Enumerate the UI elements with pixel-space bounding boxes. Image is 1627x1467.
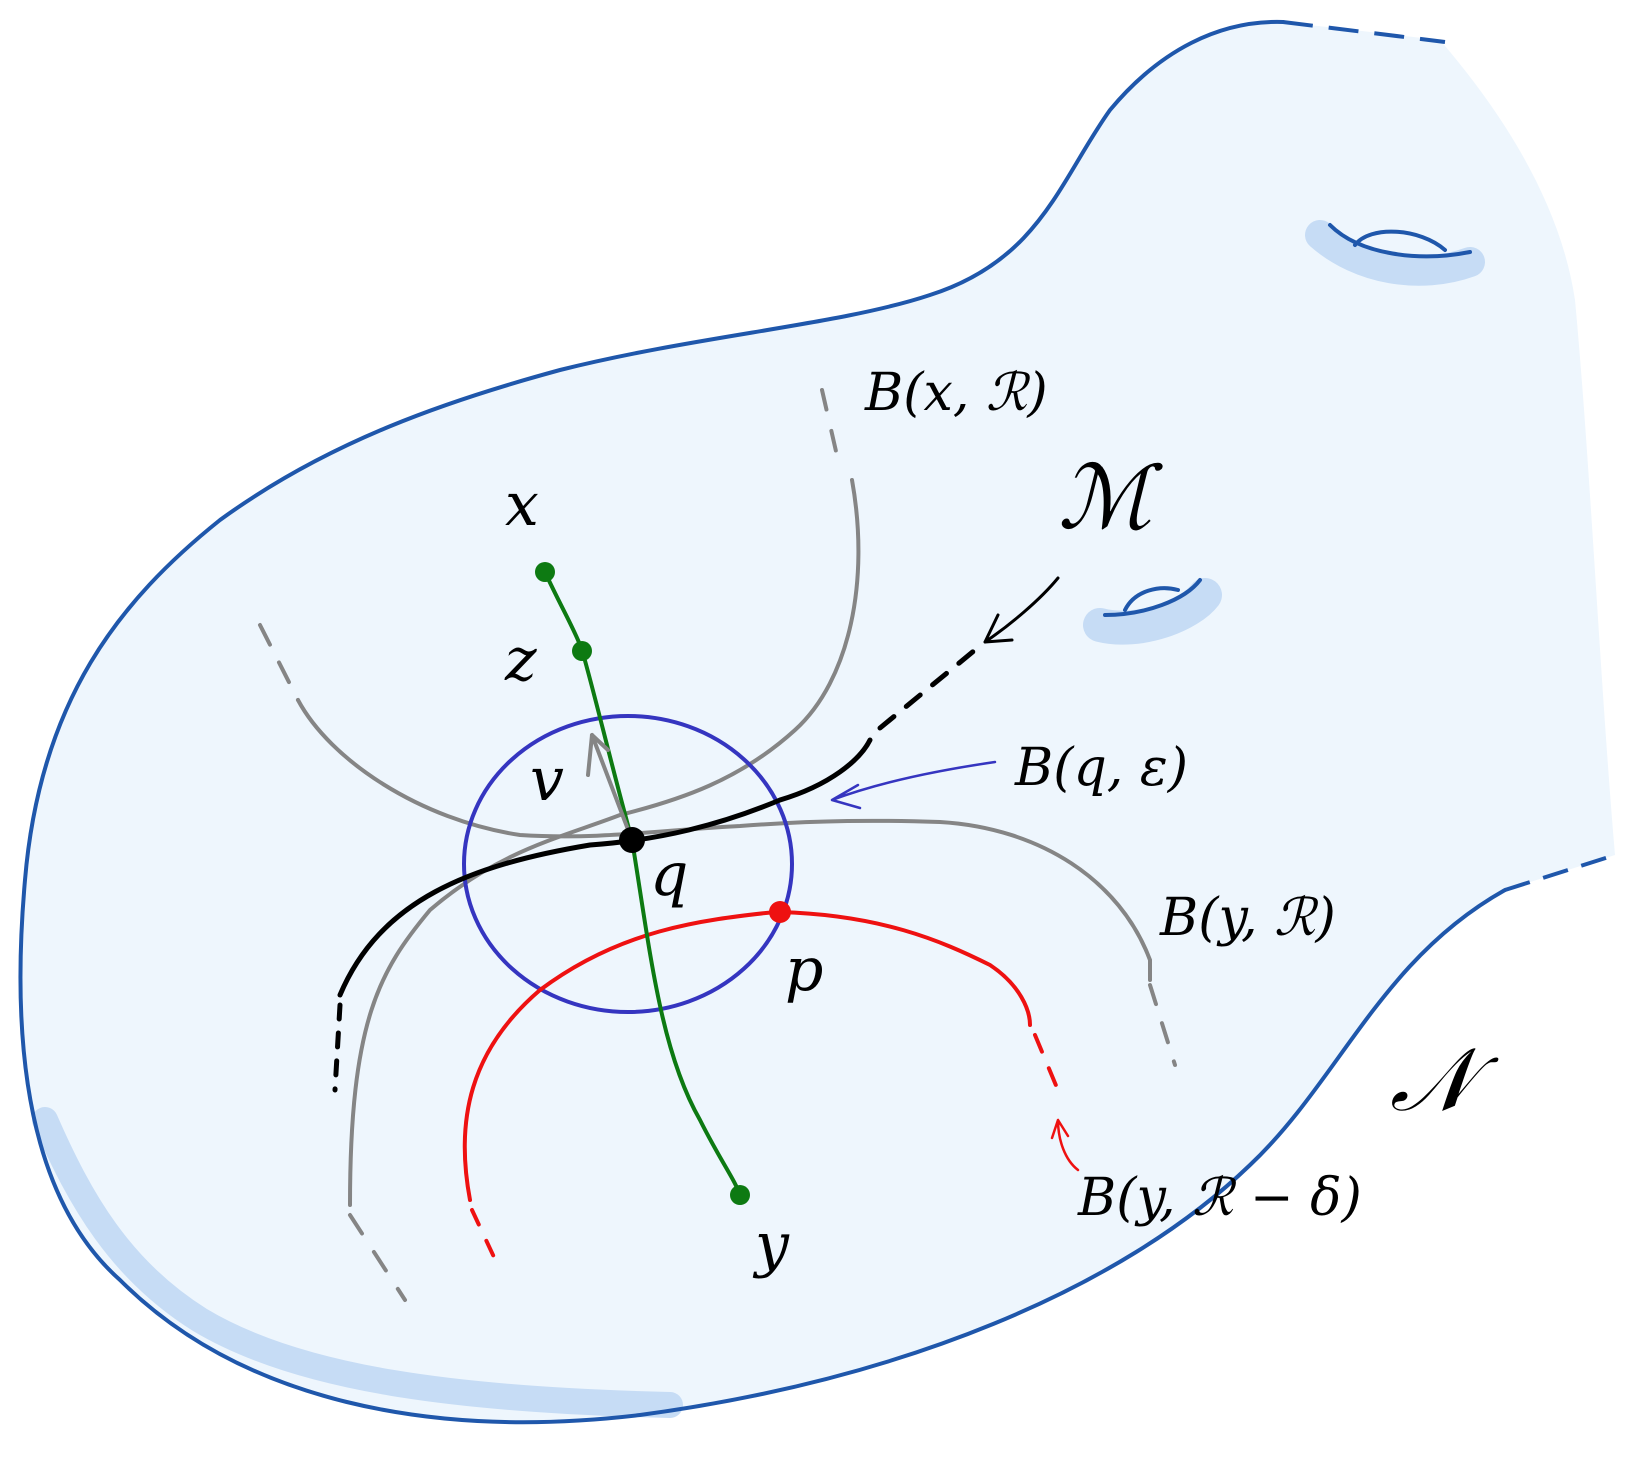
handle-middle-right: [1083, 578, 1222, 645]
label-y: y: [752, 1210, 790, 1280]
label-B-y-R: B(y, ℛ): [1159, 888, 1336, 948]
manifold-region-N: [18, 19, 1616, 1425]
sphere-B-x-R: [348, 388, 861, 1302]
label-M: ℳ: [1058, 446, 1163, 549]
region-shadow: [32, 1107, 683, 1418]
tangent-vector-v: [586, 733, 634, 842]
label-z: z: [504, 625, 537, 695]
region-fill: [20, 21, 1615, 1423]
arrow-to-ball-eps: [830, 760, 997, 810]
ball-B-q-eps: [462, 714, 794, 1014]
label-B-y-R-minus-delta: B(y, ℛ − δ): [1077, 1168, 1362, 1228]
region-outline-dashed-right: [1504, 853, 1616, 892]
label-x: x: [505, 470, 539, 540]
label-B-x-R: B(x, ℛ): [864, 363, 1048, 423]
sphere-B-y-R-minus-delta: [462, 910, 1062, 1272]
region-outline-dashed-top: [1282, 20, 1446, 44]
label-p: p: [785, 935, 823, 1005]
label-N: 𝒩: [1390, 1028, 1499, 1131]
region-outline: [18, 19, 1507, 1425]
label-B-q-eps: B(q, ε): [1014, 738, 1188, 798]
arrow-to-ball-R-minus-delta: [1050, 1118, 1080, 1172]
sphere-B-y-R: [258, 623, 1177, 1067]
point-x: [535, 562, 555, 582]
point-z: [572, 641, 592, 661]
point-q: [619, 827, 645, 853]
handle-top-right: [1305, 220, 1485, 286]
point-p: [769, 901, 791, 923]
label-v: v: [530, 745, 564, 815]
label-q: q: [650, 840, 688, 910]
point-y: [730, 1185, 750, 1205]
arrow-to-M: [983, 576, 1060, 644]
